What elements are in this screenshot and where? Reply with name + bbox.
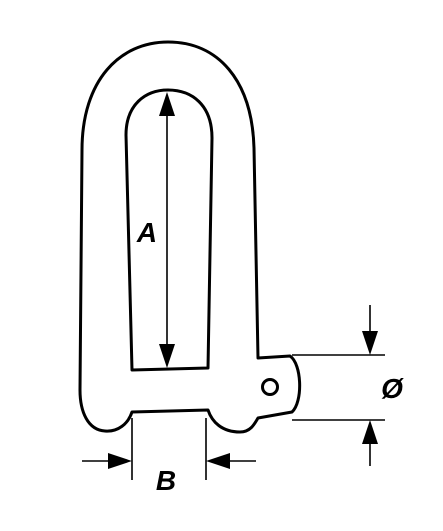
dimension-diameter-arrow-up	[362, 420, 378, 444]
dimension-a-label: A	[136, 217, 157, 248]
dimension-a-label-bg	[132, 214, 162, 250]
shackle-inner-opening	[124, 88, 214, 372]
dimension-a-arrow-up	[159, 92, 175, 116]
dimension-b-label: B	[156, 465, 176, 496]
dimension-b: B	[82, 418, 256, 496]
dimension-diameter-arrow-down	[362, 331, 378, 355]
dimension-a: A	[132, 92, 175, 368]
dimension-b-arrow-right	[206, 453, 230, 469]
dimension-diameter: Ø	[292, 305, 404, 466]
dimension-b-arrow-left	[108, 453, 132, 469]
pin-hole-icon	[261, 378, 279, 396]
dimension-a-arrow-down	[159, 344, 175, 368]
dimension-diameter-label: Ø	[381, 373, 404, 404]
